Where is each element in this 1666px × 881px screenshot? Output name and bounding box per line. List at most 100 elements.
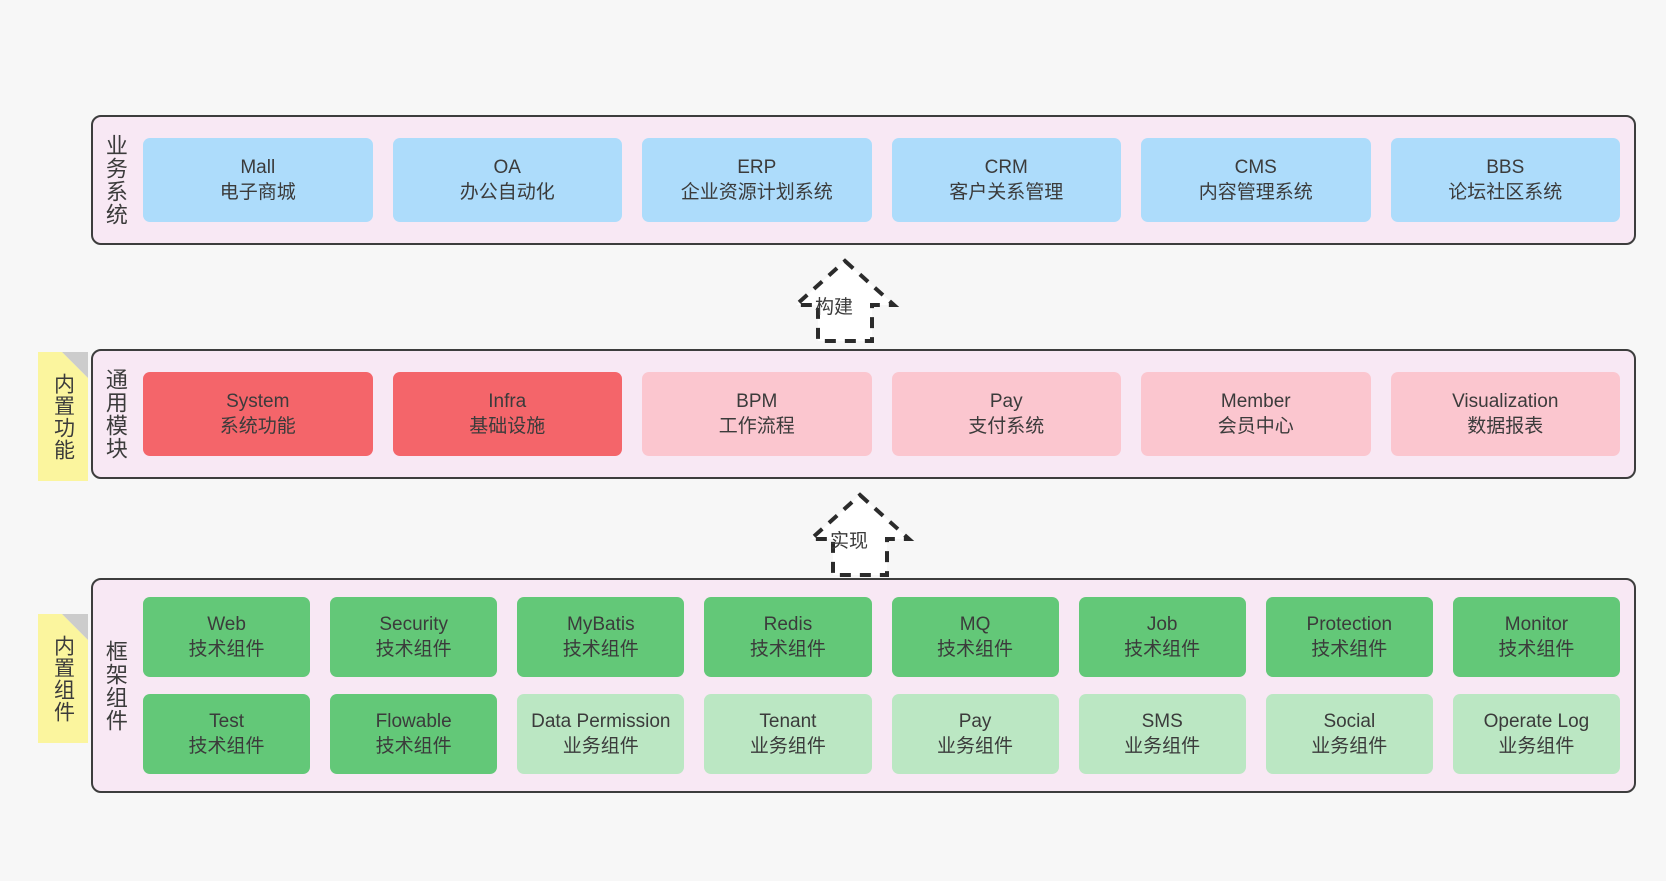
node-crm[interactable]: CRM 客户关系管理	[891, 138, 1121, 222]
node-title-en: Security	[379, 613, 448, 635]
node-title-cn: 基础设施	[469, 416, 546, 437]
node-mybatis[interactable]: MyBatis 技术组件	[517, 597, 685, 677]
node-title-en: Flowable	[375, 710, 452, 732]
node-title-cn: 企业资源计划系统	[680, 182, 833, 203]
node-title-cn: 会员中心	[1217, 416, 1294, 437]
node-monitor[interactable]: Monitor 技术组件	[1452, 597, 1620, 677]
common-modules-row: System 系统功能 Infra 基础设施 BPM 工作流程 Pay 支付系统…	[143, 372, 1620, 456]
node-title-cn: 业务组件	[749, 736, 826, 757]
node-pay-module[interactable]: Pay 支付系统	[891, 372, 1121, 456]
node-title-en: Pay	[958, 710, 992, 732]
node-oa[interactable]: OA 办公自动化	[392, 138, 622, 222]
node-title-en: MyBatis	[567, 613, 635, 635]
layer-common-modules: 通用模块 System 系统功能 Infra 基础设施 BPM 工作流程 Pay…	[91, 349, 1636, 479]
layer-body-framework-components: Web 技术组件 Security 技术组件 MyBatis 技术组件 Redi…	[137, 580, 1634, 791]
node-title-en: Web	[207, 613, 246, 635]
node-title-cn: 工作流程	[718, 416, 795, 437]
node-title-en: SMS	[1141, 710, 1183, 732]
framework-components-row-2: Test 技术组件 Flowable 技术组件 Data Permission …	[143, 694, 1620, 774]
node-title-cn: 客户关系管理	[949, 182, 1064, 203]
node-flowable[interactable]: Flowable 技术组件	[330, 694, 498, 774]
node-title-cn: 办公自动化	[459, 182, 555, 203]
note-builtin-components-label: 内置组件	[51, 634, 75, 723]
node-title-en: BBS	[1486, 156, 1525, 178]
node-title-cn: 内容管理系统	[1198, 182, 1313, 203]
node-title-en: Member	[1220, 390, 1291, 412]
node-title-cn: 业务组件	[1311, 736, 1388, 757]
node-title-en: Social	[1323, 710, 1376, 732]
node-title-en: Mall	[240, 156, 276, 178]
node-title-cn: 数据报表	[1467, 416, 1544, 437]
node-sms[interactable]: SMS 业务组件	[1078, 694, 1246, 774]
node-title-cn: 系统功能	[219, 416, 296, 437]
layer-title-framework-components: 框架组件	[102, 639, 128, 732]
business-systems-row: Mall 电子商城 OA 办公自动化 ERP 企业资源计划系统 CRM 客户关系…	[143, 138, 1620, 222]
layer-business-systems: 业务系统 Mall 电子商城 OA 办公自动化 ERP 企业资源计划系统 CRM…	[91, 115, 1636, 245]
node-member[interactable]: Member 会员中心	[1141, 372, 1371, 456]
framework-components-row-1: Web 技术组件 Security 技术组件 MyBatis 技术组件 Redi…	[143, 597, 1620, 677]
node-mall[interactable]: Mall 电子商城	[143, 138, 373, 222]
node-title-en: MQ	[959, 613, 991, 635]
node-operate-log[interactable]: Operate Log 业务组件	[1452, 694, 1620, 774]
node-title-cn: 业务组件	[562, 736, 639, 757]
connector-implement-label: 实现	[830, 531, 869, 552]
node-data-permission[interactable]: Data Permission 业务组件	[517, 694, 685, 774]
build-arrow-shape	[790, 258, 900, 343]
node-tenant[interactable]: Tenant 业务组件	[704, 694, 872, 774]
node-web[interactable]: Web 技术组件	[143, 597, 311, 677]
layer-title-business-systems: 业务系统	[102, 134, 128, 226]
layer-title-common-modules: 通用模块	[102, 368, 128, 460]
node-title-cn: 业务组件	[1124, 736, 1201, 757]
layer-body-common-modules: System 系统功能 Infra 基础设施 BPM 工作流程 Pay 支付系统…	[137, 351, 1634, 477]
node-title-en: CMS	[1234, 156, 1277, 178]
node-bpm[interactable]: BPM 工作流程	[642, 372, 872, 456]
node-bbs[interactable]: BBS 论坛社区系统	[1390, 138, 1620, 222]
node-security[interactable]: Security 技术组件	[330, 597, 498, 677]
node-title-cn: 业务组件	[1498, 736, 1575, 757]
node-title-en: Protection	[1306, 613, 1393, 635]
node-title-en: ERP	[737, 156, 777, 178]
note-builtin-components: 内置组件	[38, 614, 88, 743]
note-builtin-features-label: 内置功能	[51, 372, 75, 461]
node-title-cn: 技术组件	[375, 639, 452, 660]
node-title-en: Test	[209, 710, 244, 732]
node-protection[interactable]: Protection 技术组件	[1265, 597, 1433, 677]
connector-build-arrow	[790, 258, 900, 343]
node-title-en: Pay	[989, 390, 1023, 412]
node-title-cn: 技术组件	[1124, 639, 1201, 660]
node-test[interactable]: Test 技术组件	[143, 694, 311, 774]
node-mq[interactable]: MQ 技术组件	[891, 597, 1059, 677]
node-title-en: OA	[493, 156, 521, 178]
node-title-en: Data Permission	[531, 710, 671, 732]
node-title-cn: 技术组件	[562, 639, 639, 660]
node-title-cn: 技术组件	[937, 639, 1014, 660]
node-visualization[interactable]: Visualization 数据报表	[1390, 372, 1620, 456]
node-title-en: Job	[1146, 613, 1178, 635]
node-cms[interactable]: CMS 内容管理系统	[1141, 138, 1371, 222]
note-fold-icon	[62, 352, 88, 378]
note-builtin-features: 内置功能	[38, 352, 88, 481]
implement-arrow-shape	[805, 492, 915, 577]
node-pay-component[interactable]: Pay 业务组件	[891, 694, 1059, 774]
node-title-cn: 电子商城	[219, 182, 296, 203]
node-title-cn: 技术组件	[749, 639, 826, 660]
node-erp[interactable]: ERP 企业资源计划系统	[642, 138, 872, 222]
node-title-cn: 论坛社区系统	[1448, 182, 1563, 203]
node-social[interactable]: Social 业务组件	[1265, 694, 1433, 774]
node-system[interactable]: System 系统功能	[143, 372, 373, 456]
node-title-cn: 技术组件	[1311, 639, 1388, 660]
node-title-en: System	[226, 390, 290, 412]
node-redis[interactable]: Redis 技术组件	[704, 597, 872, 677]
node-title-cn: 技术组件	[1498, 639, 1575, 660]
node-title-en: Visualization	[1452, 390, 1559, 412]
node-infra[interactable]: Infra 基础设施	[392, 372, 622, 456]
layer-framework-components: 框架组件 Web 技术组件 Security 技术组件 MyBatis 技术组件…	[91, 578, 1636, 793]
connector-build-label: 构建	[815, 297, 854, 318]
node-job[interactable]: Job 技术组件	[1078, 597, 1246, 677]
layer-body-business-systems: Mall 电子商城 OA 办公自动化 ERP 企业资源计划系统 CRM 客户关系…	[137, 117, 1634, 243]
node-title-en: CRM	[984, 156, 1028, 178]
node-title-cn: 技术组件	[188, 639, 265, 660]
node-title-en: Operate Log	[1483, 710, 1590, 732]
node-title-en: BPM	[736, 390, 778, 412]
